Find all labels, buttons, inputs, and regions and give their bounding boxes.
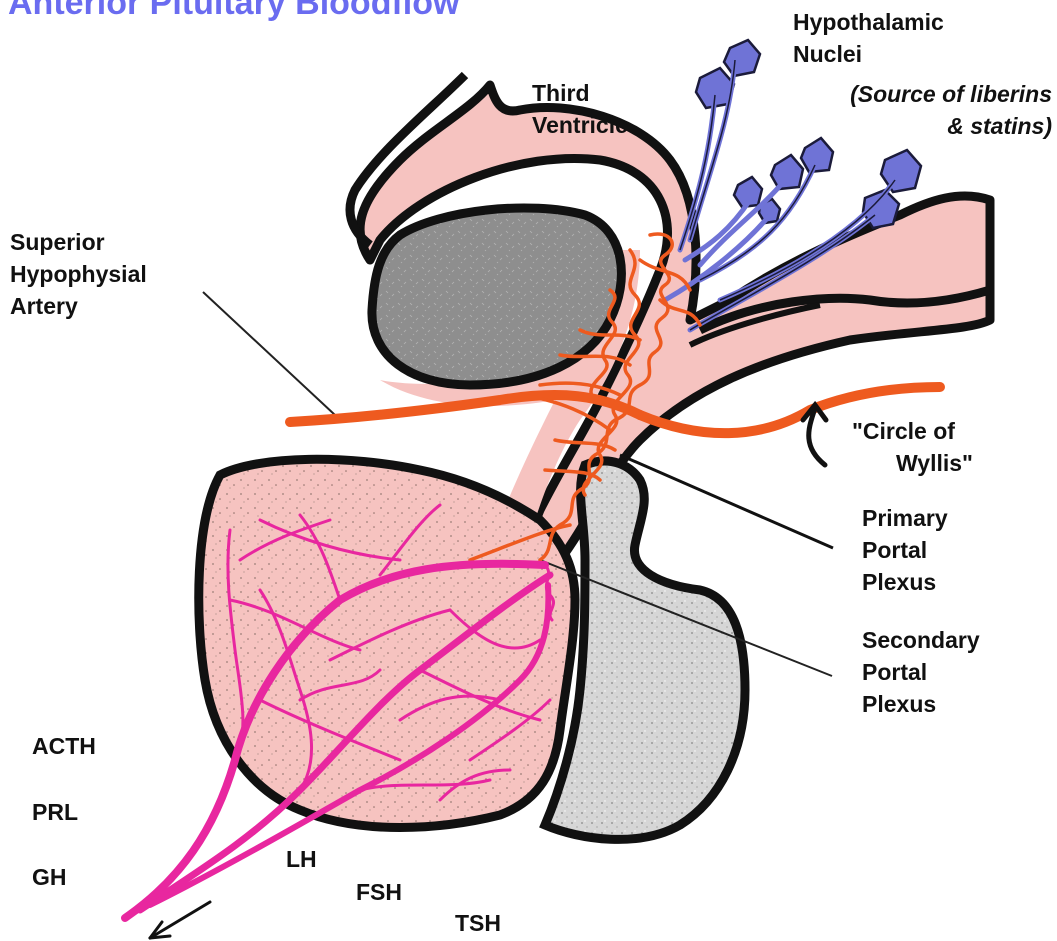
label-third-ventricle: Third Ventricle <box>532 77 628 141</box>
hormone-fsh: FSH <box>356 876 402 908</box>
page-title: Anterior Pituitary Bloodflow <box>8 0 459 23</box>
label-secondary-portal-plexus: Secondary Portal Plexus <box>862 624 980 720</box>
label-hypothalamic-nuclei: Hypothalamic Nuclei <box>793 6 944 70</box>
hormone-gh: GH <box>32 861 67 893</box>
pointer-primary-plexus <box>620 455 833 548</box>
hormone-tsh: TSH <box>455 907 501 939</box>
arrow-down-left-icon <box>150 902 210 938</box>
label-superior-hypophysial-artery: Superior Hypophysial Artery <box>10 226 147 322</box>
curved-arrow-icon <box>803 405 826 465</box>
pointer-superior-artery <box>203 292 335 415</box>
hormone-lh: LH <box>286 843 317 875</box>
hormone-acth: ACTH <box>32 730 96 762</box>
anterior-pituitary <box>199 459 575 827</box>
label-liberins-statins: (Source of liberins & statins) <box>790 78 1052 142</box>
label-primary-portal-plexus: Primary Portal Plexus <box>862 502 948 598</box>
label-circle-of-wyllis: "Circle of Wyllis" <box>852 415 973 479</box>
hormone-prl: PRL <box>32 796 78 828</box>
